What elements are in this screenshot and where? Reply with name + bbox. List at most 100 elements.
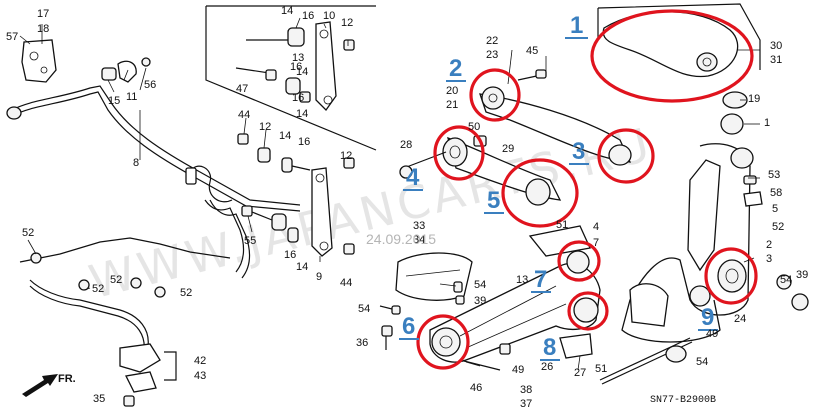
part-label: 52 [22, 227, 34, 239]
part-label: 1 [764, 117, 770, 129]
part-label: 17 [37, 8, 49, 20]
front-direction-arrow: FR. [22, 373, 76, 397]
part-label: 39 [474, 295, 486, 307]
callout-1: 1 [570, 12, 583, 39]
part-label: 54 [474, 279, 486, 291]
part-label: 7 [593, 237, 599, 249]
part-label: 16 [292, 92, 304, 104]
callout-5: 5 [487, 187, 500, 214]
part-label: 52 [92, 283, 104, 295]
part-label: 28 [400, 139, 412, 151]
part-label: 43 [194, 370, 206, 382]
knuckle [599, 143, 809, 385]
part-label: 13 [516, 274, 528, 286]
part-label: 56 [144, 79, 156, 91]
highlight-circle-3 [597, 128, 655, 184]
part-label: 26 [541, 361, 553, 373]
part-label: 16 [284, 249, 296, 261]
part-label: 51 [556, 219, 568, 231]
callout-numbers: 1 2 3 4 5 6 7 8 9 [399, 12, 718, 361]
date-stamp: 24.09.2015 [366, 231, 436, 247]
highlight-circle-1 [590, 9, 754, 103]
part-label: 16 [302, 10, 314, 22]
part-label: 36 [356, 337, 368, 349]
part-label: 42 [194, 355, 206, 367]
part-label: 34 [413, 234, 425, 246]
abs-harness-group [19, 237, 231, 407]
highlight-circle-4 [433, 125, 485, 181]
trailing-arm [379, 225, 601, 371]
highlight-circle-2 [469, 68, 521, 122]
part-label: 44 [238, 109, 250, 121]
part-label: 30 [770, 40, 782, 52]
part-label: 55 [244, 235, 256, 247]
part-label: 9 [316, 271, 322, 283]
highlight-circle-9 [704, 247, 758, 305]
part-label: 16 [298, 136, 310, 148]
highlight-circle-7 [557, 240, 601, 282]
callout-4: 4 [406, 164, 420, 191]
part-label: 54 [780, 274, 792, 286]
part-label: 14 [296, 108, 308, 120]
part-label: 35 [93, 393, 105, 405]
stabilizer-link-box [205, 5, 377, 151]
callout-7: 7 [534, 266, 547, 293]
part-label: 39 [796, 269, 808, 281]
part-label: 14 [281, 5, 293, 17]
part-label: 11 [126, 91, 137, 103]
part-label: 12 [259, 121, 271, 133]
part-label: 4 [593, 221, 599, 233]
part-label: 14 [279, 130, 291, 142]
part-label: 15 [108, 95, 120, 107]
part-label: 53 [768, 169, 780, 181]
part-label: 54 [696, 356, 708, 368]
part-label: 52 [110, 274, 122, 286]
part-label: 49 [512, 364, 524, 376]
upper-arm-1 [597, 3, 761, 135]
part-label: 49 [706, 328, 718, 340]
diagram-code: SN77-B2900B [650, 395, 716, 406]
part-label: 10 [323, 10, 335, 22]
part-label: 44 [340, 277, 352, 289]
part-label: 13 [292, 52, 304, 64]
highlight-circles [416, 9, 758, 370]
part-label: 31 [770, 54, 782, 66]
part-label: 57 [6, 31, 18, 43]
part-label: 22 [486, 35, 498, 47]
part-label: 38 [520, 384, 532, 396]
part-label: 24 [734, 313, 746, 325]
part-label: 27 [574, 367, 586, 379]
highlight-circle-8 [567, 291, 609, 331]
part-label: 23 [486, 49, 498, 61]
part-label: 29 [502, 143, 514, 155]
part-label: 54 [358, 303, 370, 315]
leader-lines [19, 17, 760, 371]
part-label: 33 [413, 220, 425, 232]
part-label: 3 [766, 253, 772, 265]
part-label: 58 [770, 187, 782, 199]
part-label: 12 [341, 17, 353, 29]
part-label: 8 [133, 157, 139, 169]
part-label: 37 [520, 398, 532, 410]
part-label: 46 [470, 382, 482, 394]
callout-2: 2 [449, 55, 462, 82]
stabilizer-group [6, 39, 301, 279]
part-number-labels: 17 18 57 15 11 56 8 14 16 10 12 13 47 14… [6, 5, 808, 410]
part-label: 50 [468, 121, 480, 133]
part-label: 52 [772, 221, 784, 233]
part-label: 51 [595, 363, 607, 375]
part-label: 2 [766, 239, 772, 251]
part-label: 47 [236, 83, 248, 95]
upper-arm-2 [479, 69, 632, 166]
part-label: 12 [340, 150, 352, 162]
part-label: 19 [748, 93, 760, 105]
callout-3: 3 [572, 138, 585, 165]
part-label: 14 [296, 261, 308, 273]
callout-8: 8 [543, 334, 556, 361]
callout-6: 6 [402, 313, 415, 340]
part-label: 20 [446, 85, 458, 97]
front-direction-label: FR. [58, 373, 76, 385]
part-label: 18 [37, 23, 49, 35]
highlight-circle-5 [501, 158, 579, 228]
